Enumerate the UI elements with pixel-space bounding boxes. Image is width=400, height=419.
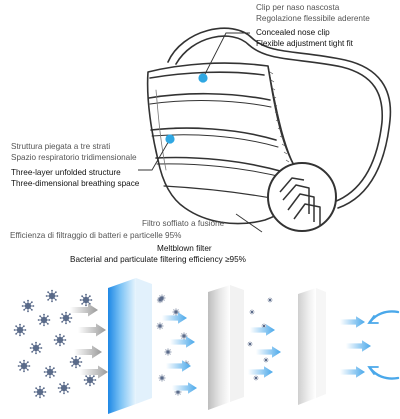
airflow-curved-arrows-icon <box>367 310 400 380</box>
meltblown-label-it-1: Filtro soffiato a fusione <box>142 219 225 228</box>
nose-clip-label-it-1: Clip per naso nascosta <box>256 3 340 12</box>
airflow-arrows-exit-icon <box>340 316 371 378</box>
three-layer-callout-dot-icon <box>165 134 175 144</box>
meltblown-label-en-2: Bacterial and particulate filtering effi… <box>70 255 246 264</box>
germ-tiny-cluster <box>247 297 273 381</box>
filter-layer-meltblown-icon <box>208 285 230 410</box>
meltblown-label-en-1: Meltblown filter <box>157 244 212 253</box>
three-layer-label-en-2: Three-dimensional breathing space <box>11 179 140 188</box>
airflow-arrows-blue-icon <box>248 324 281 378</box>
meltblown-label-it-2: Efficienza di filtraggio di batteri e pa… <box>10 231 182 240</box>
filtration-diagram <box>13 278 400 414</box>
three-layer-label-en-1: Three-layer unfolded structure <box>11 168 121 177</box>
mask-side-seam <box>269 71 293 171</box>
filter-layer-blue-icon <box>108 278 136 414</box>
nose-clip-label-it-2: Regolazione flessibile aderente <box>256 14 370 23</box>
three-layer-label-it-2: Spazio respiratorio tridimensionale <box>11 153 137 162</box>
germ-cluster-left <box>13 289 97 399</box>
nose-clip-callout-dot-icon <box>198 73 208 83</box>
germ-small-cluster <box>156 294 190 396</box>
nose-clip-label-en-2: Flexible adjustment tight fit <box>256 39 353 48</box>
three-layer-label-it-1: Struttura piegata a tre strati <box>11 142 111 151</box>
filter-layer-inner-icon <box>298 288 316 405</box>
callout-lines <box>138 32 263 233</box>
layer-zoom-icon <box>267 162 337 232</box>
nose-clip-label-en-1: Concealed nose clip <box>256 28 330 37</box>
